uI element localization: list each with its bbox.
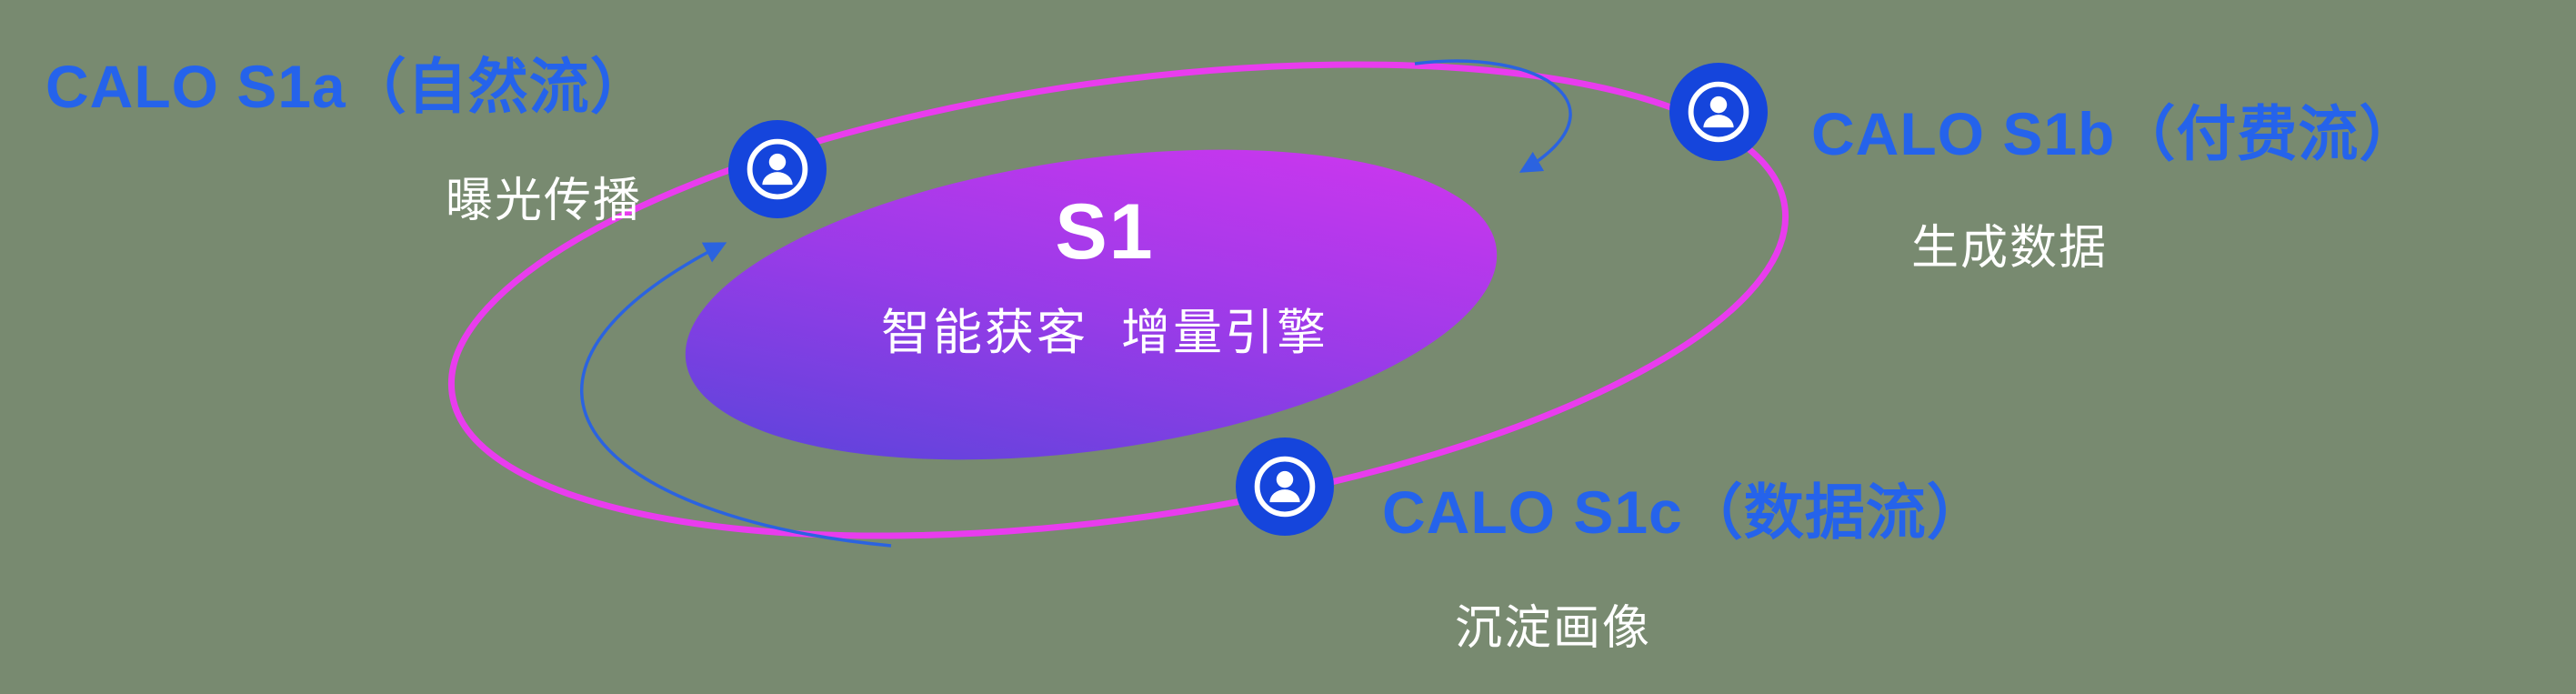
node-s1a xyxy=(728,120,827,218)
label-s1c-subtitle: 沉淀画像 xyxy=(1455,602,1652,655)
label-s1a-title: CALO S1a（自然流） xyxy=(45,53,651,120)
label-s1b-subtitle: 生成数据 xyxy=(1911,222,2109,275)
person-icon xyxy=(1236,438,1334,536)
label-s1c-title: CALO S1c（数据流） xyxy=(1382,478,1988,546)
node-s1b xyxy=(1669,63,1768,161)
person-icon xyxy=(1669,63,1768,161)
flow-arrow-left xyxy=(579,242,892,548)
core-ellipse xyxy=(685,149,1498,460)
core-title: S1 xyxy=(1055,188,1155,276)
person-icon xyxy=(728,120,827,218)
node-s1c xyxy=(1236,438,1334,536)
flow-arrow-right xyxy=(1414,59,1572,173)
core-label: S1 智能获客 增量引擎 xyxy=(881,187,1328,364)
label-s1a-subtitle: 曝光传播 xyxy=(446,175,643,227)
label-s1b-title: CALO S1b（付费流） xyxy=(1811,100,2421,167)
core-subtitle: 智能获客 增量引擎 xyxy=(880,306,1329,360)
orbit-ring xyxy=(447,61,1789,539)
